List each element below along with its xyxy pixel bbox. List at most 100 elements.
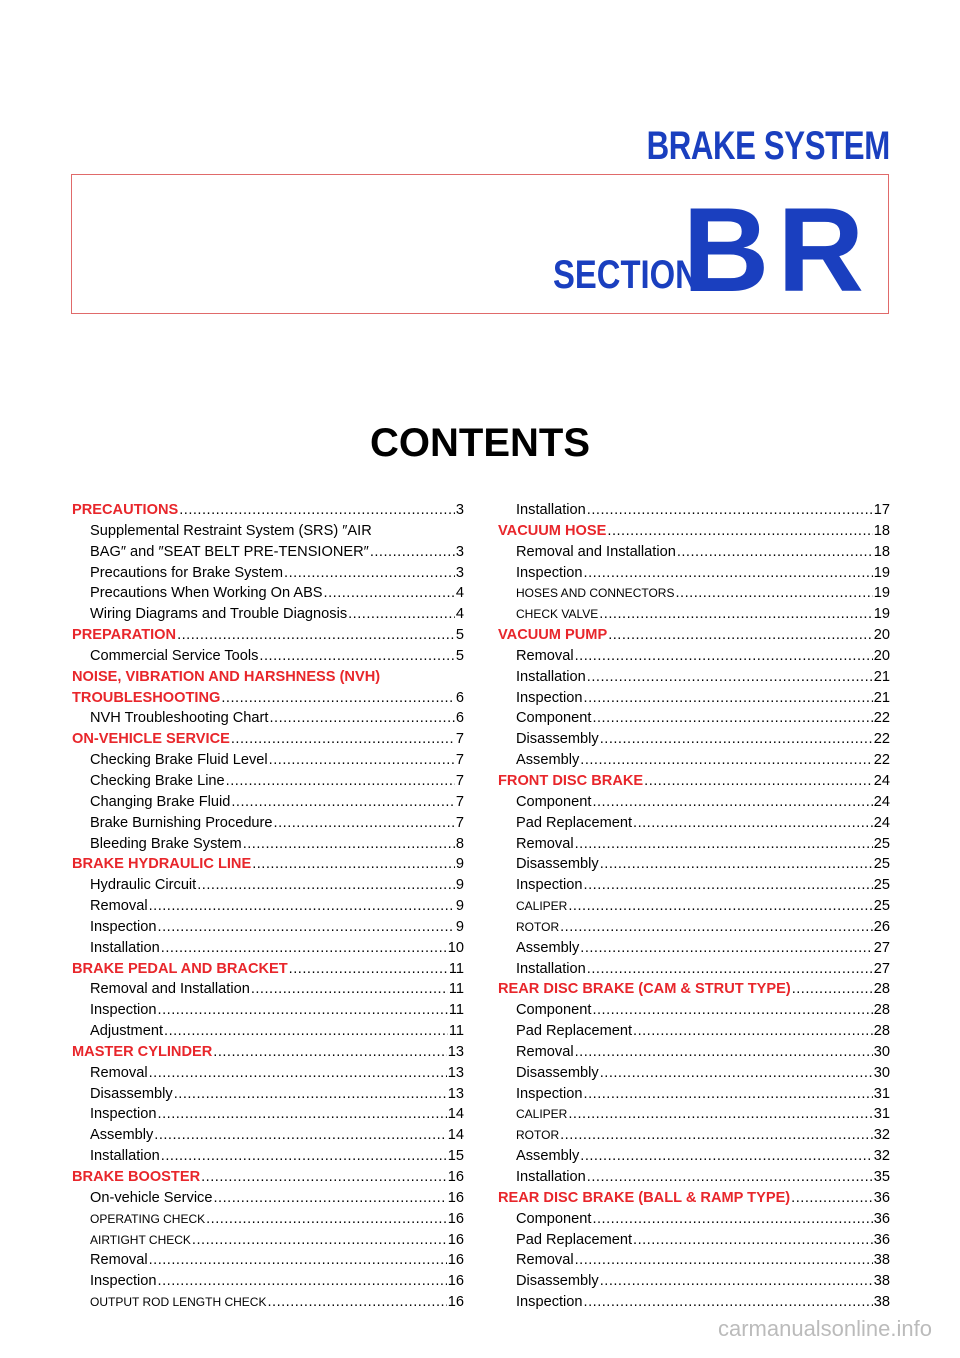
toc-subitem-entry[interactable]: AIRTIGHT CHECK16 (72, 1230, 464, 1251)
toc-item-entry[interactable]: Inspection16 (72, 1271, 464, 1292)
toc-section-entry[interactable]: TROUBLESHOOTING6 (72, 688, 464, 709)
toc-item-entry[interactable]: Component36 (498, 1209, 890, 1230)
toc-item-entry[interactable]: Disassembly13 (72, 1084, 464, 1105)
toc-section-entry[interactable]: FRONT DISC BRAKE24 (498, 771, 890, 792)
toc-section-entry[interactable]: VACUUM HOSE18 (498, 521, 890, 542)
toc-entry-label: Component (516, 1002, 592, 1019)
toc-entry-label: Removal and Installation (90, 981, 250, 998)
toc-page-number: 4 (455, 606, 464, 623)
toc-entry-label[interactable]: Supplemental Restraint System (SRS) ″AIR (90, 522, 372, 539)
toc-item-entry[interactable]: Removal and Installation18 (498, 542, 890, 563)
toc-item-entry[interactable]: Pad Replacement36 (498, 1230, 890, 1251)
toc-entry-label: Installation (516, 668, 586, 685)
toc-section-entry[interactable]: BRAKE BOOSTER16 (72, 1167, 464, 1188)
toc-item-entry[interactable]: Installation27 (498, 959, 890, 980)
toc-item-entry[interactable]: Precautions When Working On ABS4 (72, 583, 464, 604)
toc-entry-label: Checking Brake Fluid Level (90, 752, 268, 769)
toc-page-number: 3 (455, 564, 464, 581)
toc-entry-label: Removal (516, 1043, 574, 1060)
toc-item-entry[interactable]: Installation15 (72, 1146, 464, 1167)
toc-item-entry[interactable]: Component24 (498, 792, 890, 813)
toc-item-entry[interactable]: Removal16 (72, 1250, 464, 1271)
toc-item-entry[interactable]: Installation17 (498, 500, 890, 521)
toc-item-entry[interactable]: Checking Brake Fluid Level7 (72, 750, 464, 771)
toc-item-entry[interactable]: NVH Troubleshooting Chart6 (72, 708, 464, 729)
toc-item-entry[interactable]: Pad Replacement24 (498, 813, 890, 834)
toc-subitem-entry[interactable]: OUTPUT ROD LENGTH CHECK16 (72, 1292, 464, 1313)
toc-subitem-entry[interactable]: CHECK VALVE19 (498, 604, 890, 625)
toc-item-entry[interactable]: Removal13 (72, 1063, 464, 1084)
toc-section-entry[interactable]: PRECAUTIONS3 (72, 500, 464, 521)
toc-item-entry[interactable]: Component28 (498, 1000, 890, 1021)
toc-item-entry[interactable]: Changing Brake Fluid7 (72, 792, 464, 813)
toc-item-entry[interactable]: Commercial Service Tools5 (72, 646, 464, 667)
toc-item-entry[interactable]: Brake Burnishing Procedure7 (72, 813, 464, 834)
toc-entry-label: Removal (516, 1252, 574, 1269)
toc-item-entry[interactable]: Removal9 (72, 896, 464, 917)
toc-item-entry[interactable]: Checking Brake Line7 (72, 771, 464, 792)
toc-item-entry[interactable]: Assembly22 (498, 750, 890, 771)
toc-item-entry[interactable]: Inspection9 (72, 917, 464, 938)
toc-item-entry[interactable]: Inspection31 (498, 1084, 890, 1105)
toc-dot-leader (243, 834, 455, 855)
toc-page-number: 6 (455, 710, 464, 727)
toc-section-entry[interactable]: VACUUM PUMP20 (498, 625, 890, 646)
toc-item-entry[interactable]: Assembly32 (498, 1146, 890, 1167)
toc-left-column: PRECAUTIONS3Supplemental Restraint Syste… (72, 500, 464, 1313)
toc-dot-leader (568, 1104, 872, 1125)
toc-item-entry[interactable]: Inspection11 (72, 1000, 464, 1021)
toc-section-entry[interactable]: ON-VEHICLE SERVICE7 (72, 729, 464, 750)
toc-page-number: 35 (873, 1169, 890, 1185)
toc-item-entry[interactable]: Installation10 (72, 938, 464, 959)
toc-item-entry[interactable]: Component22 (498, 708, 890, 729)
toc-item-entry[interactable]: Pad Replacement28 (498, 1021, 890, 1042)
toc-subitem-entry[interactable]: ROTOR26 (498, 917, 890, 938)
toc-item-entry[interactable]: Wiring Diagrams and Trouble Diagnosis4 (72, 604, 464, 625)
toc-item-entry[interactable]: Disassembly38 (498, 1271, 890, 1292)
toc-page-number: 16 (447, 1273, 464, 1290)
toc-item-entry[interactable]: Bleeding Brake System8 (72, 834, 464, 855)
toc-item-entry[interactable]: Disassembly22 (498, 729, 890, 750)
toc-section-entry[interactable]: BRAKE HYDRAULIC LINE9 (72, 854, 464, 875)
toc-entry-label: Removal (516, 647, 574, 664)
toc-page-number: 3 (455, 502, 464, 518)
toc-subitem-entry[interactable]: CALIPER31 (498, 1104, 890, 1125)
toc-item-entry[interactable]: Hydraulic Circuit9 (72, 875, 464, 896)
toc-item-entry[interactable]: Inspection19 (498, 563, 890, 584)
toc-section-heading[interactable]: NOISE, VIBRATION AND HARSHNESS (NVH) (72, 668, 381, 685)
toc-subitem-entry[interactable]: OPERATING CHECK16 (72, 1209, 464, 1230)
toc-section-entry[interactable]: MASTER CYLINDER13 (72, 1042, 464, 1063)
toc-item-entry[interactable]: Installation35 (498, 1167, 890, 1188)
toc-item-entry[interactable]: On-vehicle Service16 (72, 1188, 464, 1209)
toc-item-entry[interactable]: Removal20 (498, 646, 890, 667)
toc-subitem-entry[interactable]: HOSES AND CONNECTORS19 (498, 583, 890, 604)
toc-subitem-entry[interactable]: CALIPER25 (498, 896, 890, 917)
toc-item-entry[interactable]: Assembly14 (72, 1125, 464, 1146)
toc-item-entry[interactable]: Inspection14 (72, 1104, 464, 1125)
toc-item-entry[interactable]: Adjustment11 (72, 1021, 464, 1042)
toc-item-entry[interactable]: Inspection38 (498, 1292, 890, 1313)
toc-item-entry[interactable]: Inspection25 (498, 875, 890, 896)
toc-item-entry[interactable]: Disassembly25 (498, 854, 890, 875)
toc-item-entry[interactable]: Assembly27 (498, 938, 890, 959)
toc-item-entry[interactable]: BAG″ and ″SEAT BELT PRE-TENSIONER″3 (72, 542, 464, 563)
toc-section-entry[interactable]: REAR DISC BRAKE (CAM & STRUT TYPE)28 (498, 979, 890, 1000)
toc-item-entry[interactable]: Removal38 (498, 1250, 890, 1271)
toc-section-entry[interactable]: REAR DISC BRAKE (BALL & RAMP TYPE)36 (498, 1188, 890, 1209)
toc-page-number: 4 (455, 585, 464, 602)
toc-item-entry[interactable]: Inspection21 (498, 688, 890, 709)
toc-item-entry[interactable]: Installation21 (498, 667, 890, 688)
toc-item-entry[interactable]: Removal30 (498, 1042, 890, 1063)
toc-entry-label: Bleeding Brake System (90, 835, 242, 852)
toc-item-entry[interactable]: Disassembly30 (498, 1063, 890, 1084)
toc-dot-leader (607, 521, 872, 542)
toc-section-entry[interactable]: BRAKE PEDAL AND BRACKET11 (72, 959, 464, 980)
toc-item-entry[interactable]: Removal25 (498, 834, 890, 855)
toc-page-number: 21 (873, 689, 890, 706)
toc-item-entry[interactable]: Precautions for Brake System3 (72, 563, 464, 584)
toc-section-entry[interactable]: PREPARATION5 (72, 625, 464, 646)
toc-item-entry[interactable]: Removal and Installation11 (72, 979, 464, 1000)
toc-dot-leader (584, 563, 873, 584)
toc-subitem-entry[interactable]: ROTOR32 (498, 1125, 890, 1146)
toc-page-number: 28 (873, 1023, 890, 1040)
